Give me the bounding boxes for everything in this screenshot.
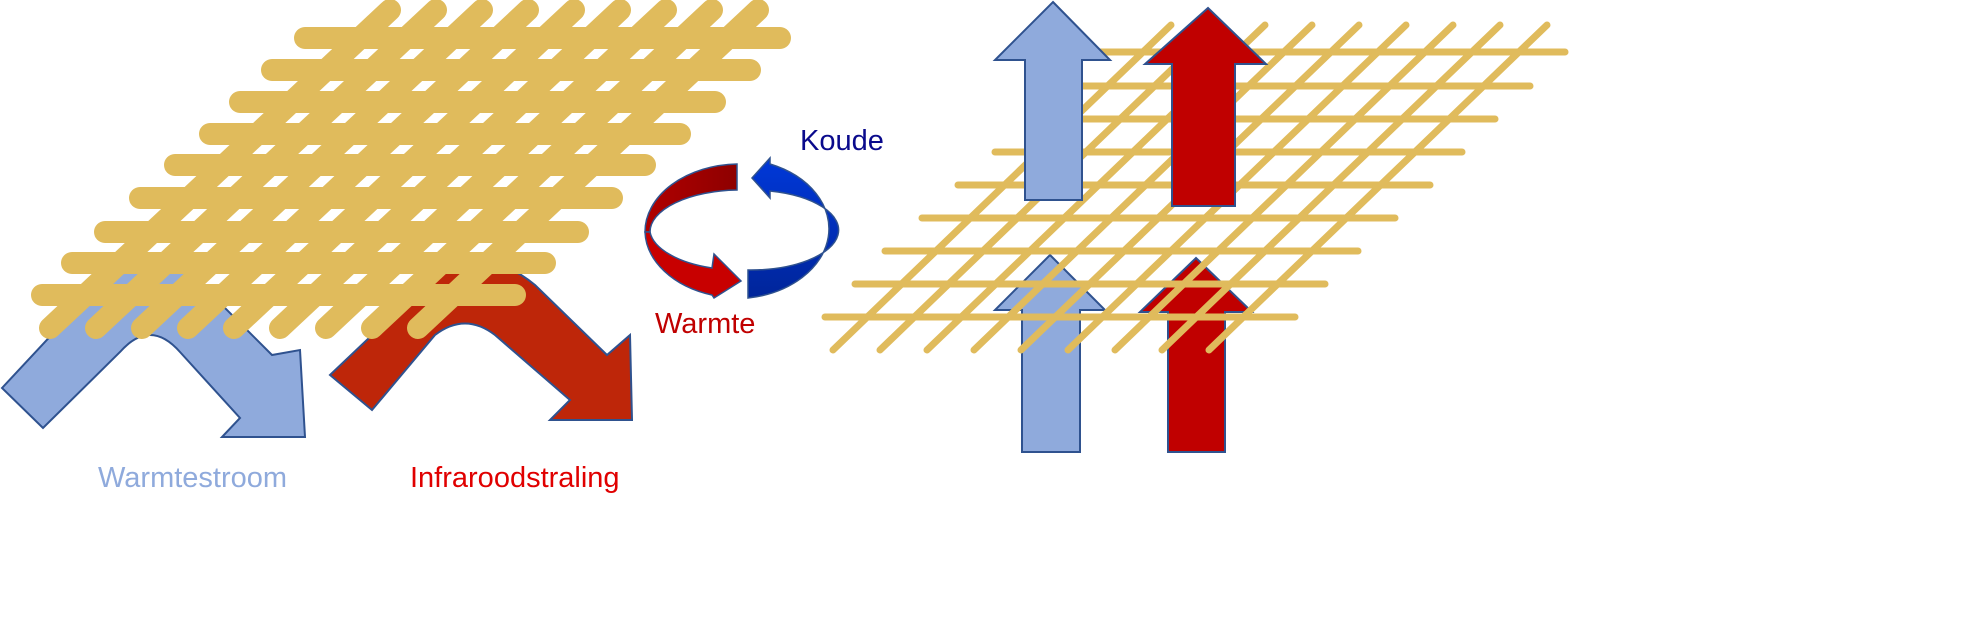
cycle-red-top-arc <box>644 163 738 233</box>
cycle-red-bottom-arrow <box>644 231 743 300</box>
infrared-label: Infraroodstraling <box>410 462 620 494</box>
mesh-diagonal-strand <box>970 21 1316 354</box>
mesh-diagonal-strand <box>829 21 1175 354</box>
mesh-diagonal-strand <box>1158 21 1504 354</box>
infrared-arrow-upper <box>1142 6 1269 207</box>
cycle-icon <box>644 156 840 300</box>
thick-screen-mesh <box>31 0 791 339</box>
heat-flow-arrow-upper <box>992 0 1113 201</box>
mesh-diagonal-strand <box>1205 21 1551 354</box>
heat-flow-label: Warmtestroom <box>98 462 287 494</box>
cold-label: Koude <box>800 125 884 157</box>
mesh-diagonal-strand <box>1064 21 1410 354</box>
heat-label: Warmte <box>655 308 755 340</box>
cycle-blue-arrow <box>747 156 840 299</box>
mesh-diagonal-strand <box>1111 21 1457 354</box>
